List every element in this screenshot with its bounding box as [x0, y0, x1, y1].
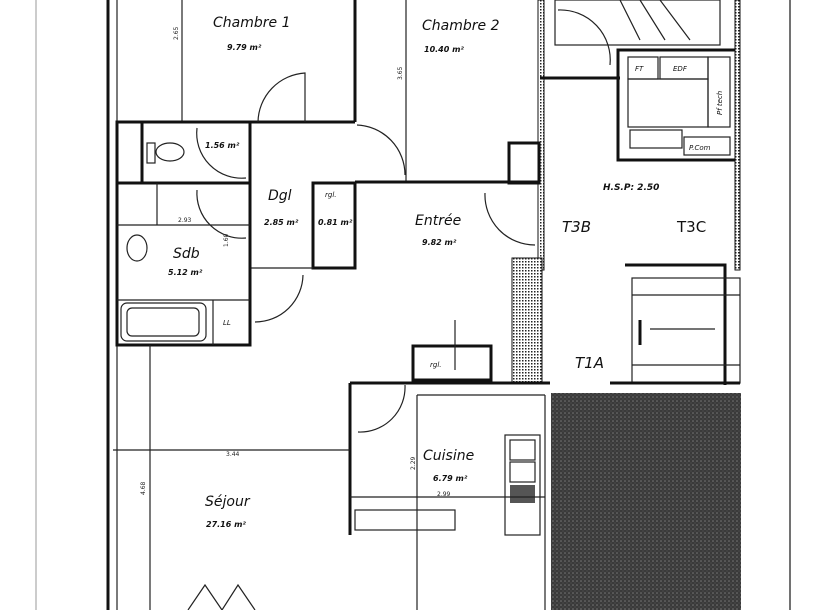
area-rgl-small: 0.81 m²: [318, 218, 353, 227]
fixture-ft: FT: [635, 65, 644, 73]
doors: [196, 9, 611, 433]
dim-chambre2: 3.65: [397, 66, 404, 80]
toilet-icon: [155, 142, 185, 162]
ceiling-height: H.S.P: 2.50: [603, 183, 659, 193]
room-label-cuisine: Cuisine: [423, 448, 474, 464]
room-label-rgl-small: rgl.: [325, 191, 337, 199]
zone-t3b: T3B: [562, 218, 591, 236]
bathtub-icon: [120, 302, 207, 342]
terrace-hatched-area: [551, 393, 741, 610]
washbasin-icon: [126, 234, 148, 262]
room-label-chambre2: Chambre 2: [422, 18, 500, 34]
dim-cuisine-width: 2.99: [437, 491, 451, 498]
area-chambre1: 9.79 m²: [227, 43, 262, 52]
fixture-pf-tech: Pf tech: [716, 91, 724, 115]
area-sdb: 5.12 m²: [168, 268, 203, 277]
area-entree: 9.82 m²: [422, 238, 457, 247]
dim-sejour-width: 3.44: [226, 451, 240, 458]
room-label-dgl: Dgl: [268, 188, 292, 204]
zone-t3c: T3C: [676, 218, 706, 236]
walls: [106, 0, 741, 610]
room-label-sdb: Sdb: [173, 246, 200, 262]
room-label-chambre1: Chambre 1: [213, 15, 290, 31]
fixture-ll: LL: [223, 319, 231, 327]
area-cuisine: 6.79 m²: [433, 474, 468, 483]
dim-chambre1: 2.65: [173, 26, 180, 40]
room-label-entree: Entrée: [415, 213, 461, 229]
dim-sejour-depth: 4.68: [140, 481, 147, 495]
area-wc: 1.56 m²: [205, 141, 240, 150]
room-label-rgl-entry: rgl.: [430, 361, 442, 369]
fixture-edf: EDF: [673, 65, 688, 73]
room-label-sejour: Séjour: [205, 494, 251, 510]
dim-cuisine-depth: 2.29: [410, 456, 417, 470]
area-sejour: 27.16 m²: [206, 520, 246, 529]
zone-t1a: T1A: [575, 354, 604, 372]
fixture-p-com: P.Com: [689, 144, 711, 152]
dim-sdb-width: 2.93: [178, 217, 192, 224]
area-dgl: 2.85 m²: [264, 218, 299, 227]
dim-sdb-depth: 1.60: [223, 233, 230, 247]
fixtures: [120, 142, 207, 342]
area-chambre2: 10.40 m²: [424, 45, 464, 54]
